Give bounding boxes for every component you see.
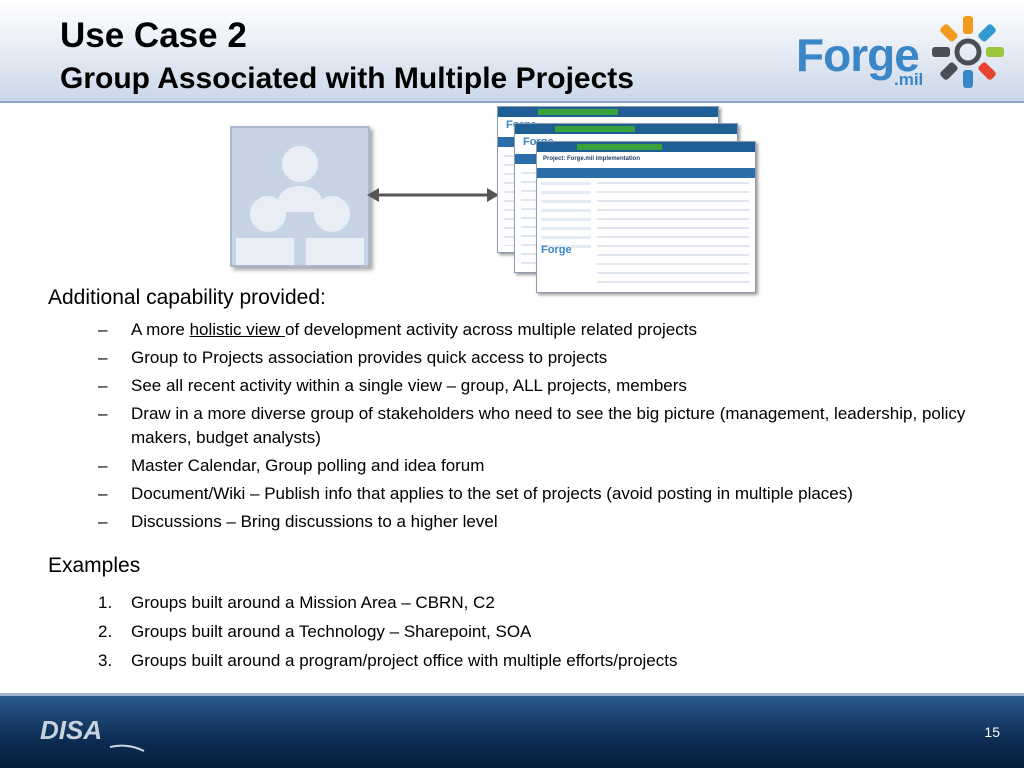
list-item: 3. Groups built around a program/project …	[98, 649, 998, 673]
bullet-marker: –	[98, 348, 108, 367]
list-item-text: Draw in a more diverse group of stakehol…	[131, 404, 966, 447]
list-item: 1. Groups built around a Mission Area – C…	[98, 591, 998, 615]
slide-title: Use Case 2	[60, 16, 247, 55]
list-item: – Group to Projects association provides …	[98, 346, 998, 370]
holistic-view-link: holistic view	[189, 320, 286, 339]
list-item-text: Master Calendar, Group polling and idea …	[131, 456, 485, 475]
bullet-marker: –	[98, 512, 108, 531]
list-item-text: Groups built around a Technology – Share…	[131, 622, 532, 641]
list-item-text: Group to Projects association provides q…	[131, 348, 608, 367]
list-item-text: of development activity across multiple …	[285, 320, 697, 339]
list-item-text: See all recent activity within a single …	[131, 376, 687, 395]
bullet-marker: –	[98, 484, 108, 503]
capability-heading: Additional capability provided:	[48, 286, 326, 309]
list-number: 3.	[98, 651, 113, 670]
forge-star-icon	[932, 16, 1004, 88]
list-item-text: Groups built around a Mission Area – CBR…	[131, 593, 495, 612]
list-item-text: A more	[131, 320, 190, 339]
slide-subtitle: Group Associated with Multiple Projects	[60, 62, 634, 95]
disa-logo: DISA	[40, 715, 145, 752]
examples-list: 1. Groups built around a Mission Area – C…	[98, 591, 998, 678]
list-item-text: Document/Wiki – Publish info that applie…	[131, 484, 853, 503]
group-card	[230, 126, 370, 267]
bullet-marker: –	[98, 320, 108, 339]
examples-heading: Examples	[48, 554, 141, 577]
double-arrow-icon	[367, 188, 499, 202]
list-item: – Draw in a more diverse group of stakeho…	[98, 402, 998, 450]
screenshot-project-title: Project: Forge.mil implementation	[543, 156, 641, 162]
bullet-marker: –	[98, 376, 108, 395]
list-item: – See all recent activity within a single…	[98, 374, 998, 398]
list-item: – Document/Wiki – Publish info that appli…	[98, 482, 998, 506]
project-screenshot-3: Project: Forge.mil implementation Forge	[536, 141, 756, 293]
footer-divider	[0, 693, 1024, 696]
capability-list: – A more holistic view of development act…	[98, 318, 998, 538]
list-item-text: Discussions – Bring discussions to a hig…	[131, 512, 498, 531]
page-number: 15	[984, 724, 1000, 740]
bullet-marker: –	[98, 456, 108, 475]
list-item-text: Groups built around a program/project of…	[131, 651, 678, 670]
bullet-marker: –	[98, 404, 108, 423]
forge-logo-suffix: .mil	[894, 70, 924, 89]
group-people-icon	[236, 146, 364, 265]
list-item: 2. Groups built around a Technology – Sha…	[98, 620, 998, 644]
header-band	[0, 0, 1024, 103]
forge-logo: Forge .mil	[796, 12, 1008, 96]
forge-logo-text: Forge	[796, 29, 920, 81]
disa-logo-text: DISA	[40, 715, 102, 745]
list-item: – A more holistic view of development act…	[98, 318, 998, 342]
screenshot-logo: Forge	[541, 244, 572, 256]
list-number: 1.	[98, 593, 113, 612]
list-number: 2.	[98, 622, 113, 641]
list-item: – Master Calendar, Group polling and idea…	[98, 454, 998, 478]
footer-band	[0, 696, 1024, 768]
header-divider	[0, 101, 1024, 103]
list-item: – Discussions – Bring discussions to a hi…	[98, 510, 998, 534]
